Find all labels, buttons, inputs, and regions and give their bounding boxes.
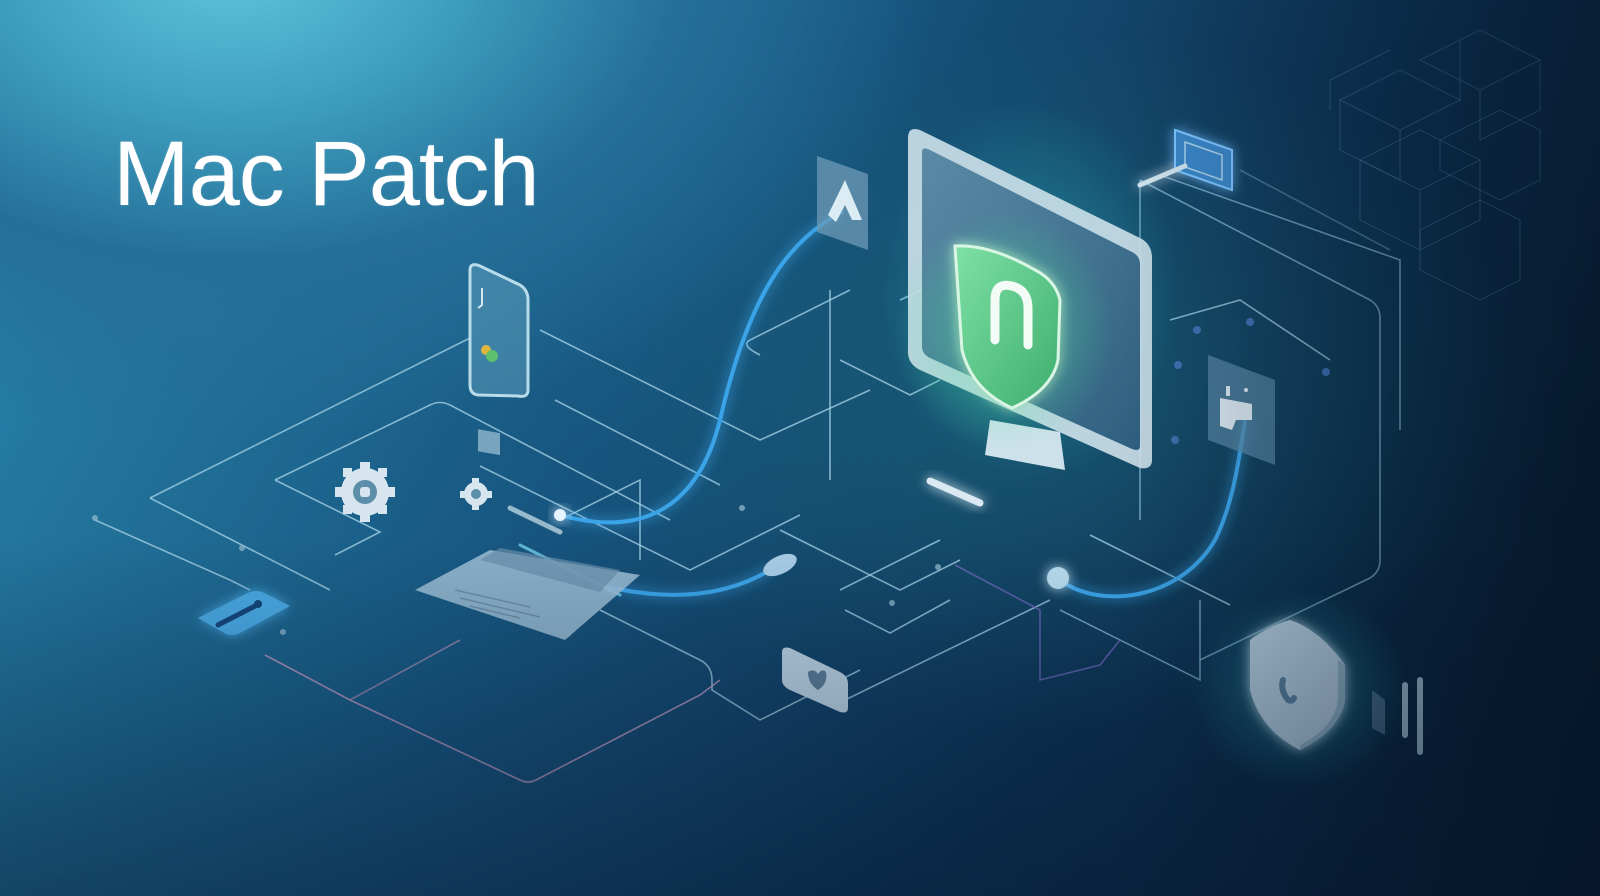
isometric-cubes — [1329, 29, 1542, 301]
accent-lines — [264, 564, 1121, 783]
gear-small-icon — [460, 478, 492, 510]
shield-lock-icon — [895, 210, 1115, 450]
plug-icon — [1208, 355, 1275, 465]
status-bar — [926, 477, 984, 507]
connector-dots — [1171, 318, 1330, 444]
bars-icon — [1372, 677, 1423, 755]
gear-icon — [335, 462, 395, 522]
circuit-nodes — [92, 505, 941, 637]
shield-check-icon — [1190, 590, 1410, 790]
arrow-up-icon — [817, 156, 868, 250]
apple-icon — [782, 647, 848, 713]
document-icon — [415, 548, 640, 640]
page-title: Mac Patch — [113, 123, 540, 225]
key-icon — [198, 591, 290, 635]
cable-nodes — [554, 509, 1069, 589]
card-icon — [1137, 128, 1233, 192]
phone-icon — [468, 263, 530, 456]
